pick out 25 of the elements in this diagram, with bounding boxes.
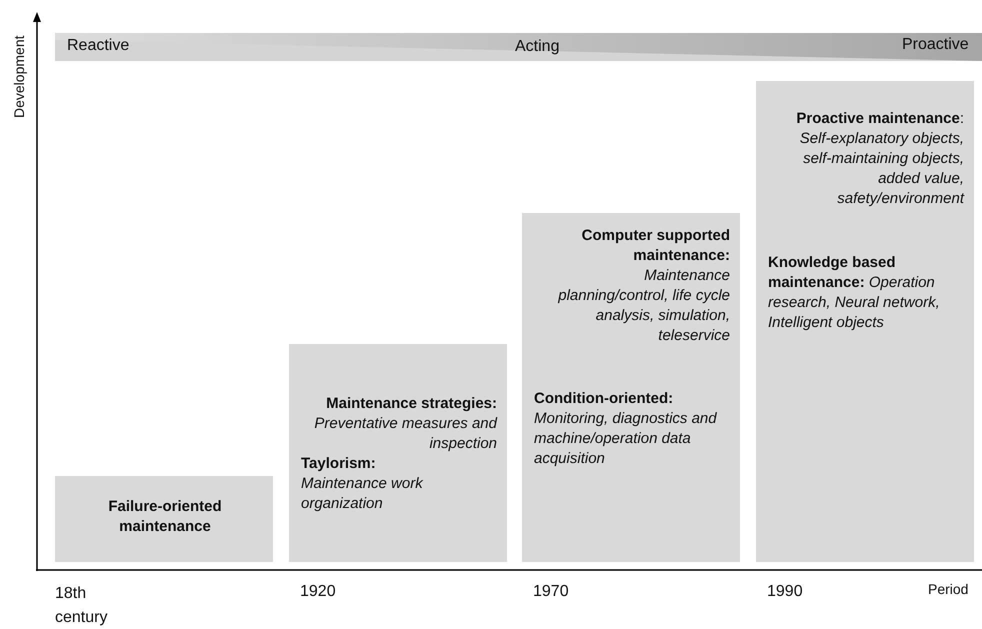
era-box xyxy=(55,476,273,562)
period-label: 1990 xyxy=(767,582,803,601)
era-box xyxy=(522,213,740,562)
scale-label: Acting xyxy=(515,37,560,56)
box-heading: Computer supported maintenance: xyxy=(580,226,730,266)
period-label: 18th century xyxy=(55,584,108,628)
axis-title: Period xyxy=(928,580,968,599)
box-description: Monitoring, diagnostics and machine/operation data acquisition xyxy=(534,409,718,469)
box-description: Self-explanatory objects, self-maintaining objects, added value, safety/environment xyxy=(798,129,964,209)
box-description: Maintenance work organization xyxy=(301,474,424,514)
box-heading: Maintenance strategies: xyxy=(325,394,497,414)
box-heading: Condition-oriented: xyxy=(534,389,674,409)
era-box xyxy=(756,81,974,562)
box-description: Knowledge based maintenance: Operation research, Neural network, Intelligent objects xyxy=(768,253,941,333)
box-description: Preventative measures and inspection xyxy=(313,414,497,454)
period-label: 1970 xyxy=(533,582,569,601)
axis-title: Development xyxy=(10,36,28,118)
era-box xyxy=(289,344,507,562)
box-heading: Proactive maintenance: xyxy=(795,109,964,129)
period-label: 1920 xyxy=(300,582,336,601)
box-heading: Taylorism: xyxy=(301,454,377,474)
scale-label: Proactive xyxy=(902,35,969,54)
box-description: Maintenance planning/control, life cycle analysis, simulation, teleservice xyxy=(557,266,730,346)
scale-label: Reactive xyxy=(67,36,130,55)
box-heading: Failure-oriented maintenance xyxy=(107,497,223,537)
